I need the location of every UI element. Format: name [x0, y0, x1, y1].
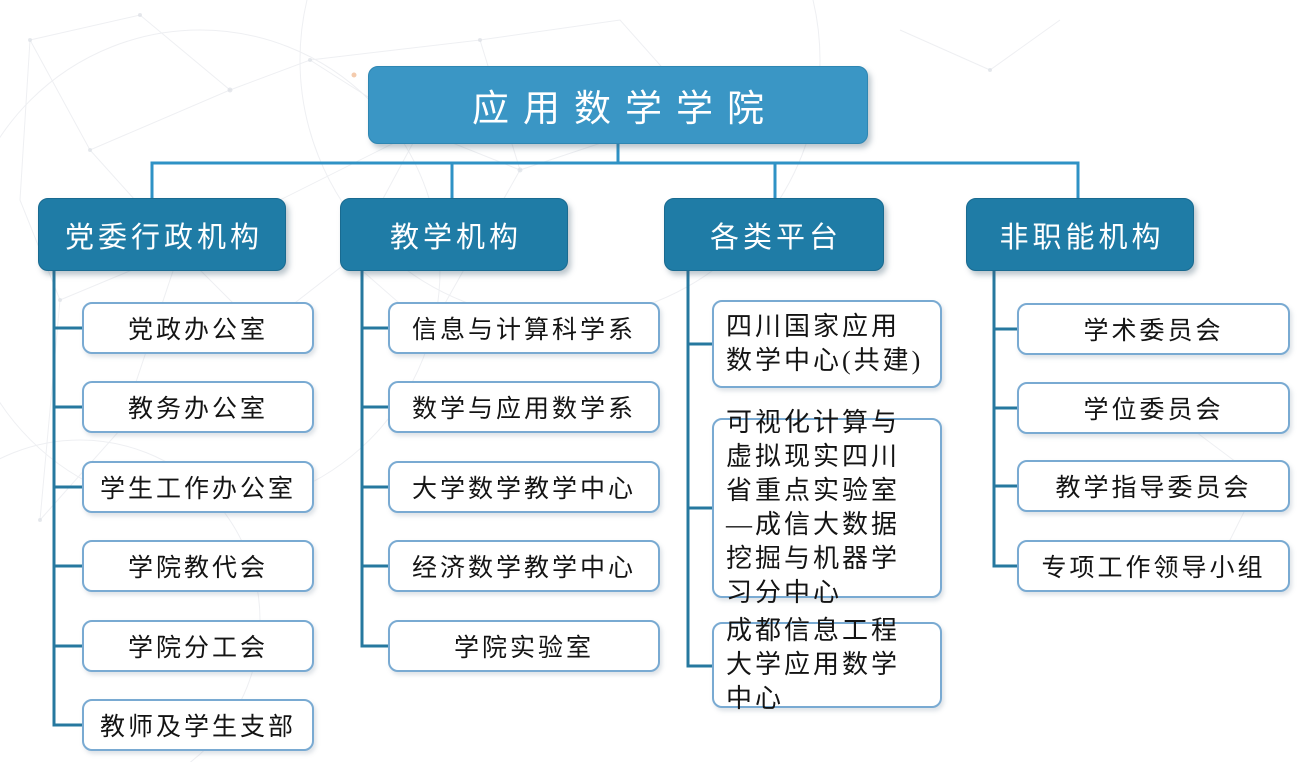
- leaf-label: 学院实验室: [453, 635, 594, 662]
- leaf-node: 四川国家应用数学中心(共建): [712, 300, 942, 388]
- root-node: 应用数学学院: [368, 66, 868, 144]
- leaf-node: 信息与计算科学系: [388, 302, 660, 354]
- leaf-node: 可视化计算与虚拟现实四川省重点实验室—成信大数据挖掘与机器学习分中心: [712, 408, 942, 607]
- leaf-node: 党政办公室: [82, 302, 314, 354]
- leaf-label: 教务办公室: [127, 396, 268, 423]
- leaf-label: 可视化计算与虚拟现实四川省重点实验室—成信大数据挖掘与机器学习分中心: [726, 408, 901, 607]
- leaf-node: 教务办公室: [82, 381, 314, 433]
- leaf-label: 大学数学教学中心: [411, 476, 636, 503]
- leaf-label: 学院分工会: [127, 635, 268, 662]
- leaf-label: 党政办公室: [127, 317, 268, 344]
- leaf-node: 学位委员会: [1017, 382, 1290, 434]
- leaf-node: 学院教代会: [82, 540, 314, 592]
- leaf-node: 学院分工会: [82, 620, 314, 672]
- tree-connector-lines: [150, 143, 1080, 200]
- leaf-label: 经济数学教学中心: [411, 555, 636, 582]
- leaf-label: 学术委员会: [1083, 318, 1224, 345]
- root-node-label: 应用数学学院: [472, 89, 778, 130]
- leaf-label: 信息与计算科学系: [411, 317, 636, 344]
- leaf-label: 学生工作办公室: [99, 476, 296, 503]
- leaf-label: 教学指导委员会: [1055, 475, 1252, 502]
- leaf-node: 数学与应用数学系: [388, 381, 660, 433]
- leaf-label: 学位委员会: [1083, 397, 1224, 424]
- leaf-label: 学院教代会: [127, 555, 268, 582]
- branch-teaching: 教学机构: [340, 198, 568, 271]
- leaf-label: 专项工作领导小组: [1041, 555, 1266, 582]
- branch-label: 非职能机构: [999, 221, 1165, 254]
- leaf-node: 经济数学教学中心: [388, 540, 660, 592]
- leaf-label: 成都信息工程大学应用数学中心: [726, 616, 901, 713]
- leaf-node: 大学数学教学中心: [388, 461, 660, 513]
- leaf-node: 专项工作领导小组: [1017, 540, 1290, 592]
- branch-party-admin: 党委行政机构: [38, 198, 286, 271]
- leaf-node: 学院实验室: [388, 620, 660, 672]
- leaf-node: 教学指导委员会: [1017, 460, 1290, 512]
- leaf-node: 学生工作办公室: [82, 461, 314, 513]
- leaf-node: 成都信息工程大学应用数学中心: [712, 616, 942, 713]
- leaf-label: 教师及学生支部: [99, 714, 296, 741]
- branch-platforms: 各类平台: [664, 198, 884, 271]
- leaf-label: 四川国家应用数学中心(共建): [726, 312, 924, 375]
- branch-label: 党委行政机构: [64, 221, 263, 254]
- leaf-label: 数学与应用数学系: [411, 396, 636, 423]
- leaf-node: 教师及学生支部: [82, 699, 314, 751]
- branch-non-functional: 非职能机构: [966, 198, 1194, 271]
- branch-label: 教学机构: [389, 221, 522, 254]
- branch-label: 各类平台: [709, 221, 842, 254]
- leaf-node: 学术委员会: [1017, 303, 1290, 355]
